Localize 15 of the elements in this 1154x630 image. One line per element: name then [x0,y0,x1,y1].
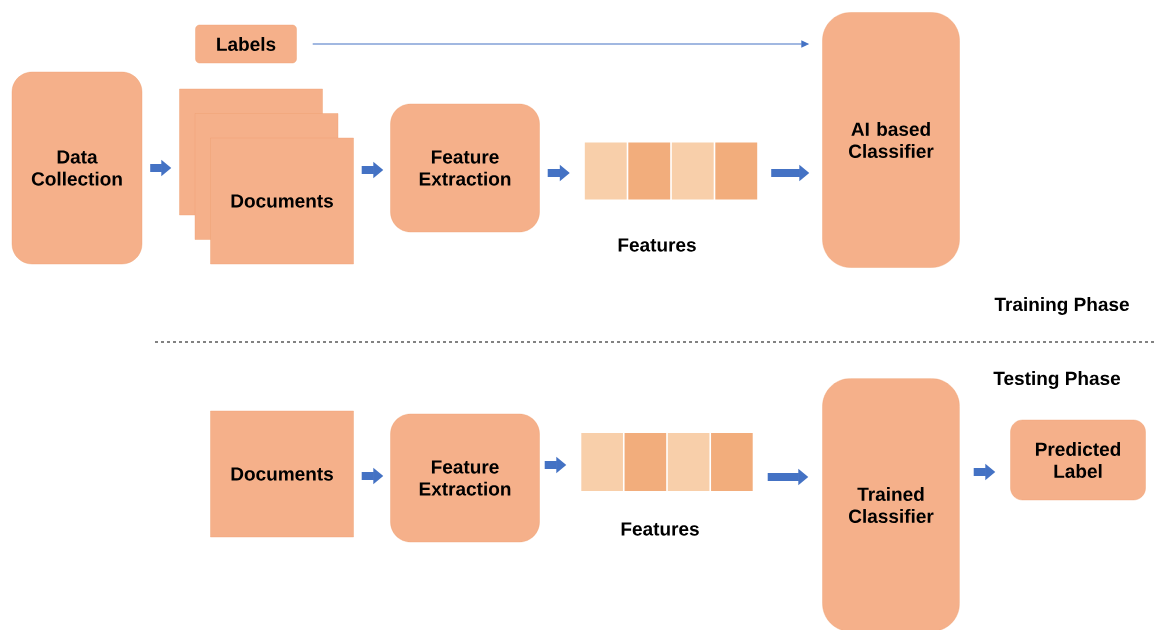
feature-vector [584,142,758,200]
classifier-box: Trained Classifier [822,378,960,630]
node-label: Features [621,522,699,536]
feature-vector [581,433,753,491]
phase-label: Testing Phase [993,371,1121,389]
document-stack: Documents [179,88,354,265]
document-box: Documents [210,410,354,538]
output-box: Predicted Label [1010,419,1146,501]
process-box: Data Collection [11,71,143,265]
process-box: Feature Extraction [390,103,540,233]
phase-label: Training Phase [994,297,1129,315]
classifier-box: AI based Classifier [822,12,960,268]
node-label: Features [618,238,696,252]
label-box: Labels [195,24,297,64]
process-box: Feature Extraction [390,413,540,543]
